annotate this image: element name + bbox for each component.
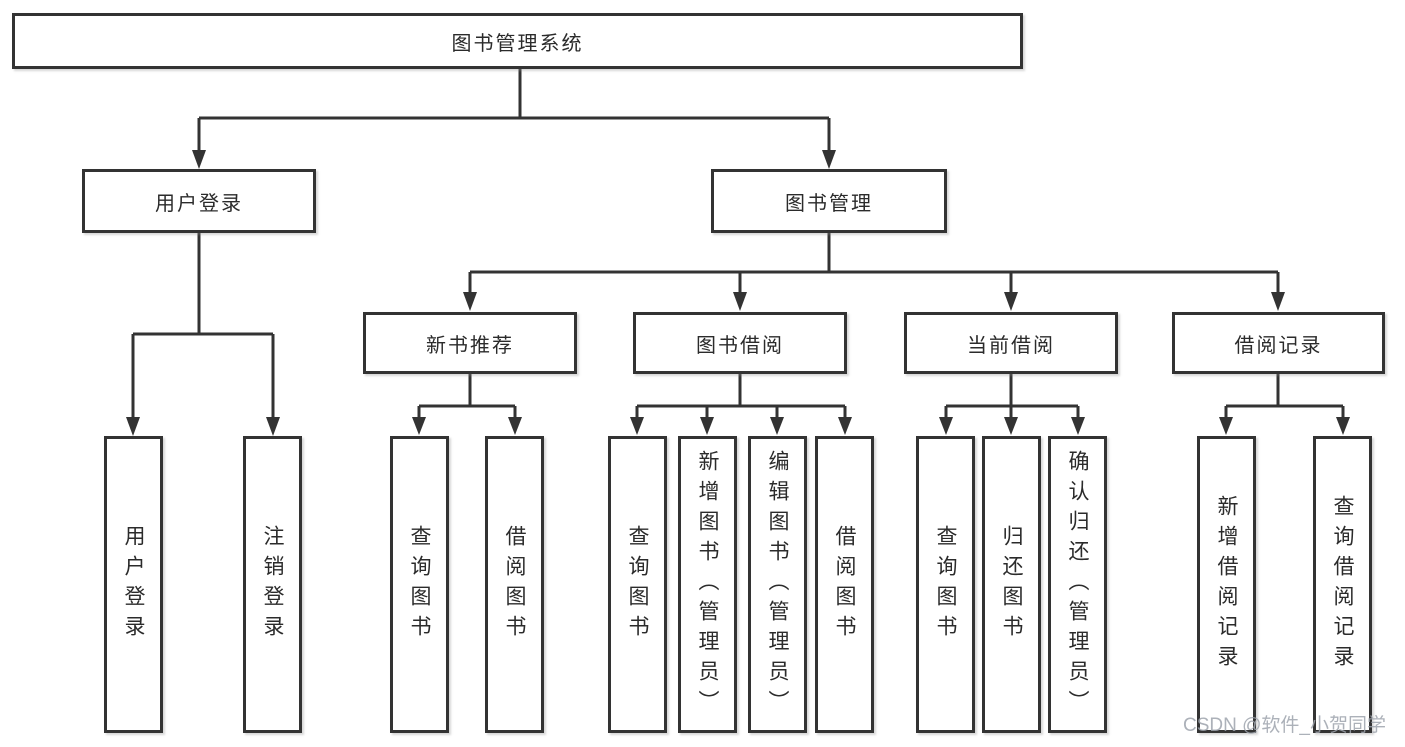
connector-line bbox=[131, 232, 275, 418]
node-label: 新增借阅记录 bbox=[1215, 494, 1238, 675]
node-label: 查询图书 bbox=[626, 524, 649, 645]
node-leaf-logout: 注销登录 bbox=[243, 436, 302, 733]
node-label: 借阅记录 bbox=[1234, 334, 1323, 357]
arrowhead-icon bbox=[700, 417, 714, 435]
node-leaf-query-books-borrowing: 查询图书 bbox=[608, 436, 667, 733]
connector-book-management-to-sections bbox=[463, 232, 1285, 311]
node-leaf-user-login: 用户登录 bbox=[104, 436, 163, 733]
node-label: 借阅图书 bbox=[503, 524, 526, 645]
node-label: 新增图书（管理员） bbox=[696, 449, 719, 720]
node-user-login: 用户登录 bbox=[82, 169, 316, 233]
arrowhead-icon bbox=[1004, 417, 1018, 435]
connector-line bbox=[468, 232, 1280, 293]
node-book-borrowing: 图书借阅 bbox=[633, 312, 847, 374]
node-leaf-confirm-return-admin: 确认归还（管理员） bbox=[1048, 436, 1107, 733]
connector-line bbox=[635, 373, 847, 418]
arrowhead-icon bbox=[412, 417, 426, 435]
node-label: 用户登录 bbox=[122, 524, 145, 645]
arrowhead-icon bbox=[822, 150, 836, 169]
connector-book-borrowing-children bbox=[630, 373, 852, 435]
node-root: 图书管理系统 bbox=[12, 13, 1023, 69]
arrowhead-icon bbox=[192, 150, 206, 169]
node-book-management: 图书管理 bbox=[711, 169, 947, 233]
arrowhead-icon bbox=[939, 417, 953, 435]
node-leaf-return-books: 归还图书 bbox=[982, 436, 1041, 733]
node-label: 编辑图书（管理员） bbox=[766, 449, 789, 720]
node-leaf-add-book-admin: 新增图书（管理员） bbox=[678, 436, 737, 733]
node-new-book-recommend: 新书推荐 bbox=[363, 312, 577, 374]
node-leaf-edit-book-admin: 编辑图书（管理员） bbox=[748, 436, 807, 733]
arrowhead-icon bbox=[508, 417, 522, 435]
node-borrowing-records: 借阅记录 bbox=[1172, 312, 1385, 374]
node-label: 查询图书 bbox=[408, 524, 431, 645]
node-label: 查询借阅记录 bbox=[1331, 494, 1354, 675]
node-leaf-borrow-books-borrowing: 借阅图书 bbox=[815, 436, 874, 733]
connector-user-login-children bbox=[126, 232, 280, 436]
node-leaf-borrow-books-recommend: 借阅图书 bbox=[485, 436, 544, 733]
arrowhead-icon bbox=[630, 417, 644, 435]
node-label: 归还图书 bbox=[1000, 524, 1023, 645]
node-label: 确认归还（管理员） bbox=[1066, 449, 1089, 720]
node-leaf-query-books-recommend: 查询图书 bbox=[390, 436, 449, 733]
node-label: 用户登录 bbox=[155, 192, 243, 215]
connector-line bbox=[1224, 373, 1345, 418]
arrowhead-icon bbox=[770, 417, 784, 435]
node-label: 注销登录 bbox=[261, 524, 284, 645]
node-label: 图书借阅 bbox=[696, 334, 784, 357]
node-label: 图书管理 bbox=[785, 192, 873, 215]
arrowhead-icon bbox=[1336, 417, 1350, 435]
arrowhead-icon bbox=[838, 417, 852, 435]
node-label: 当前借阅 bbox=[967, 334, 1055, 357]
connector-line bbox=[417, 373, 517, 418]
arrowhead-icon bbox=[733, 292, 747, 311]
arrowhead-icon bbox=[1219, 417, 1233, 435]
arrowhead-icon bbox=[266, 417, 280, 436]
connector-new-book-recommend-children bbox=[412, 373, 522, 435]
node-label: 查询图书 bbox=[934, 524, 957, 645]
node-leaf-query-books-current: 查询图书 bbox=[916, 436, 975, 733]
connector-borrowing-records-children bbox=[1219, 373, 1350, 435]
node-leaf-query-borrow-record: 查询借阅记录 bbox=[1313, 436, 1372, 733]
connector-line bbox=[197, 69, 831, 151]
node-current-borrowing: 当前借阅 bbox=[904, 312, 1118, 374]
arrowhead-icon bbox=[1004, 292, 1018, 311]
connector-root-to-level2 bbox=[192, 69, 836, 169]
node-leaf-add-borrow-record: 新增借阅记录 bbox=[1197, 436, 1256, 733]
connector-current-borrowing-children bbox=[939, 373, 1085, 435]
arrowhead-icon bbox=[463, 292, 477, 311]
connector-line bbox=[944, 373, 1080, 418]
node-label: 借阅图书 bbox=[833, 524, 856, 645]
arrowhead-icon bbox=[126, 417, 140, 436]
node-label: 图书管理系统 bbox=[451, 32, 584, 55]
csdn-watermark: CSDN @软件_小贺同学 bbox=[1183, 715, 1386, 736]
node-label: 新书推荐 bbox=[426, 334, 514, 357]
arrowhead-icon bbox=[1271, 292, 1285, 311]
arrowhead-icon bbox=[1071, 417, 1085, 435]
